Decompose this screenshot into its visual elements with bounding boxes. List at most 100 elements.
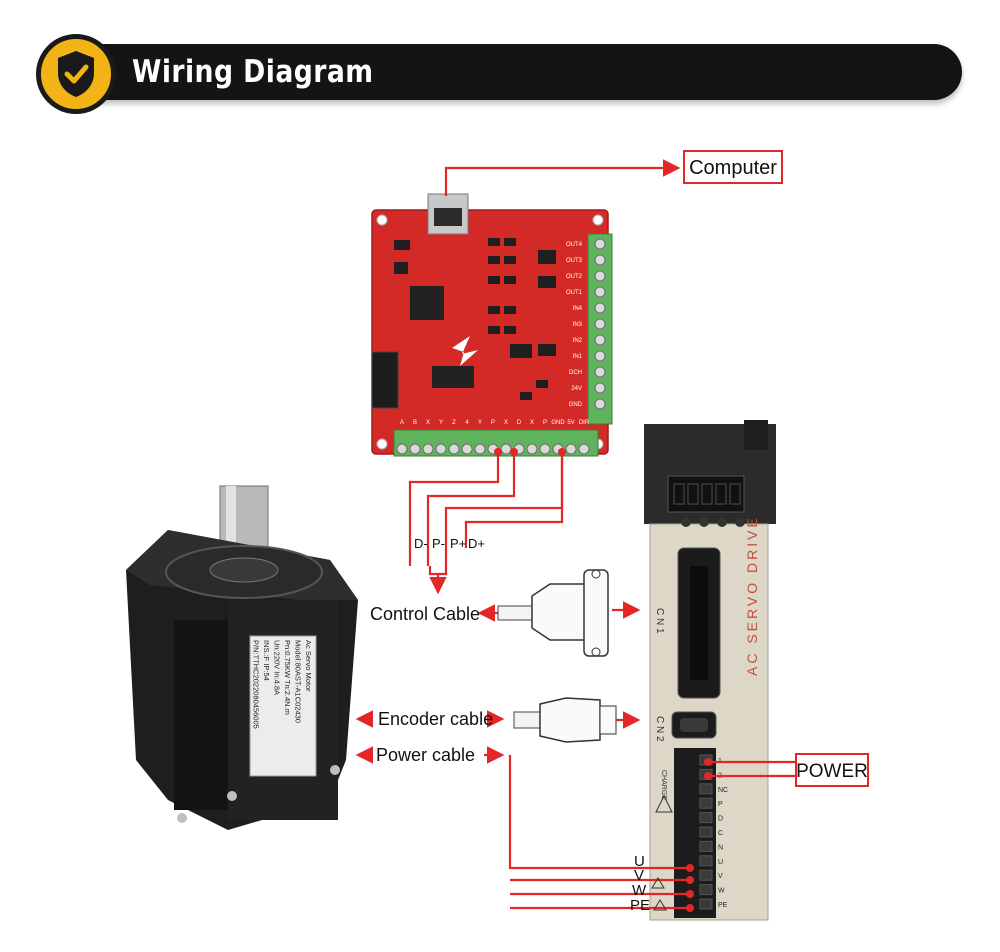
display-digit — [673, 483, 685, 505]
nameplate-line: Model:80AST-A1C02430 — [294, 640, 303, 723]
board-pin-label: DIR — [579, 420, 590, 426]
board-pin-label: B — [413, 420, 417, 426]
display-digit — [687, 483, 699, 505]
drive-terminal-slot — [699, 898, 713, 910]
drive-name: AC SERVO DRIVE — [744, 515, 760, 676]
board-pin-label: Z — [452, 420, 456, 426]
charge-label: CHARGE — [660, 770, 667, 800]
board-pin-label: A — [400, 420, 404, 426]
signal-p-plus: P+ — [450, 536, 466, 551]
page-title: Wiring Diagram — [132, 54, 374, 90]
drive-terminal-slot — [699, 812, 713, 824]
board-pin-label: X — [504, 420, 508, 426]
computer-label: Computer — [689, 157, 777, 179]
encoder-cable-connector — [513, 697, 617, 743]
warning-icon — [655, 794, 673, 813]
terminal-screw — [396, 443, 408, 455]
drive-terminal-slot — [699, 783, 713, 795]
nameplate-line: Pn:0.75KW Tn:2.4N.m — [283, 640, 292, 715]
power-box — [795, 753, 869, 787]
board-side-pin-label: GND — [569, 402, 583, 408]
drive-terminal-slot — [699, 797, 713, 809]
display-digit — [715, 483, 727, 505]
terminal-screw — [594, 334, 606, 346]
cn1-label: C N 1 — [654, 608, 665, 634]
computer-box — [683, 150, 783, 184]
phase-u-label: U — [634, 853, 645, 870]
terminal-screw — [526, 443, 538, 455]
power-label: POWER — [796, 761, 868, 782]
drive-terminal-label: D — [718, 816, 723, 823]
board-side-pin-label: DCH — [569, 370, 582, 376]
drive-terminal-slot — [699, 855, 713, 867]
warning-w-icon — [651, 877, 665, 889]
terminal-screw — [594, 286, 606, 298]
servo-motor: Ac Servo MotorModel:80AST-A1C02430Pn:0.7… — [126, 485, 358, 830]
drive-terminal-label: P — [718, 801, 723, 808]
board-pin-label: X — [530, 420, 534, 426]
display-digit — [701, 483, 713, 505]
terminal-screw — [594, 270, 606, 282]
control-cable-connector — [497, 569, 609, 657]
terminal-screw — [594, 350, 606, 362]
signal-d-plus: D+ — [468, 536, 485, 551]
board-pin-label: GND — [551, 420, 565, 426]
drive-terminal-label: C — [718, 830, 723, 837]
board-pin-label: P — [543, 420, 547, 426]
mcu-chip — [410, 286, 444, 320]
board-side-pin-label: IN2 — [573, 338, 583, 344]
terminal-screw — [565, 443, 577, 455]
drive-terminal-label: N — [718, 844, 723, 851]
terminal-screw — [435, 443, 447, 455]
board-side-pin-label: IN1 — [573, 354, 583, 360]
terminal-screw — [594, 382, 606, 394]
terminal-screw — [594, 302, 606, 314]
nameplate-line: Un:220V In:4.8A — [273, 640, 282, 695]
drive-terminal-slot — [699, 826, 713, 838]
drive-terminal-label: NC — [718, 787, 728, 794]
board-side-pin-label: 24V — [571, 386, 582, 392]
power-cable-label: Power cable — [376, 745, 475, 765]
drive-terminal-label: V — [718, 873, 723, 880]
phase-v-label: V — [634, 867, 644, 884]
terminal-screw — [594, 366, 606, 378]
board-side-pin-label: OUT1 — [566, 290, 583, 296]
control-cable-label: Control Cable — [370, 604, 480, 624]
board-side-pin-label: IN4 — [573, 306, 583, 312]
header-banner — [48, 44, 962, 100]
wires — [355, 159, 800, 910]
phase-w-label: W — [632, 882, 647, 899]
terminal-screw — [594, 254, 606, 266]
board-pin-label: 5V — [567, 420, 574, 426]
terminal-screw — [409, 443, 421, 455]
board-pin-label: D — [517, 420, 522, 426]
signal-d-minus: D- — [414, 536, 428, 551]
terminal-screw — [594, 318, 606, 330]
terminal-screw — [474, 443, 486, 455]
nameplate-line: P/N:TTHC2022080456005 — [252, 640, 261, 729]
display-digit — [729, 483, 741, 505]
board-side-pin-label: IN3 — [573, 322, 583, 328]
warning-pe-icon — [653, 899, 667, 911]
drive-terminal-slot — [699, 884, 713, 896]
drive-terminal-slot — [699, 869, 713, 881]
board-pin-label: Y — [439, 420, 443, 426]
terminal-screw — [539, 443, 551, 455]
board-side-pin-label: OUT4 — [566, 242, 583, 248]
board-side-pin-label: OUT2 — [566, 274, 583, 280]
board-pin-label: P — [491, 420, 495, 426]
board-side-pin-label: OUT3 — [566, 258, 583, 264]
terminal-screw — [461, 443, 473, 455]
drive-terminal-label: PE — [718, 902, 728, 909]
board-pin-label: Y — [478, 420, 482, 426]
terminal-screw — [578, 443, 590, 455]
nameplate-line: Ac Servo Motor — [304, 640, 313, 692]
drive-terminal-slot — [699, 840, 713, 852]
phase-pe-label: PE — [630, 897, 650, 914]
terminal-screw — [500, 443, 512, 455]
shield-check-icon — [36, 34, 116, 114]
drive-terminal-label: W — [718, 888, 725, 895]
